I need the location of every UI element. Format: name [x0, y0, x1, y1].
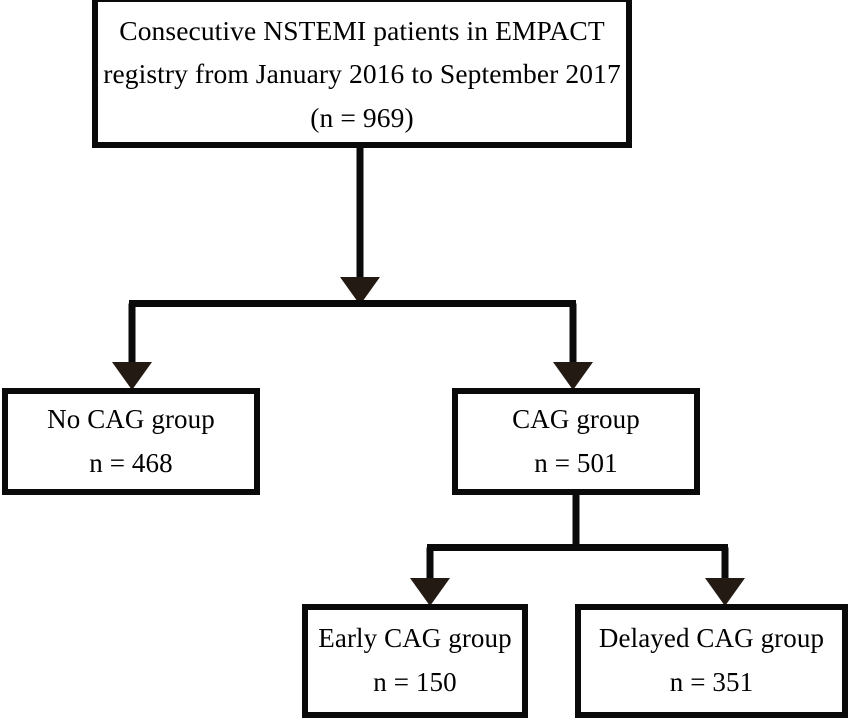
node-root-line2: registry from January 2016 to September … [103, 58, 621, 90]
node-early-cag-count: n = 150 [373, 667, 457, 697]
node-root-cohort: Consecutive NSTEMI patients in EMPACT re… [92, 0, 632, 148]
arrowhead-split1-to-cag [553, 362, 593, 390]
node-cag-count: n = 501 [534, 447, 618, 478]
arrowhead-split2-to-delayed-cag [705, 578, 745, 606]
node-delayed-cag-label: Delayed CAG group [598, 623, 825, 654]
node-early-cag-group: Early CAG group n = 150 [302, 604, 528, 718]
arrowhead-split1-to-no-cag [112, 362, 152, 390]
arrowhead-split2-to-early-cag [410, 578, 450, 606]
node-root-count: (n = 969) [310, 101, 414, 133]
node-early-cag-label: Early CAG group [318, 623, 512, 654]
node-cag-group: CAG group n = 501 [452, 388, 700, 495]
node-root-line1: Consecutive NSTEMI patients in EMPACT [119, 14, 605, 46]
node-no-cag-group: No CAG group n = 468 [2, 388, 260, 495]
node-delayed-cag-count: n = 351 [669, 667, 754, 697]
node-no-cag-count: n = 468 [89, 447, 173, 478]
node-no-cag-label: No CAG group [47, 403, 215, 434]
node-cag-label: CAG group [512, 403, 640, 434]
node-delayed-cag-group: Delayed CAG group n = 351 [575, 604, 848, 718]
arrowhead-root-to-split1 [340, 277, 380, 305]
